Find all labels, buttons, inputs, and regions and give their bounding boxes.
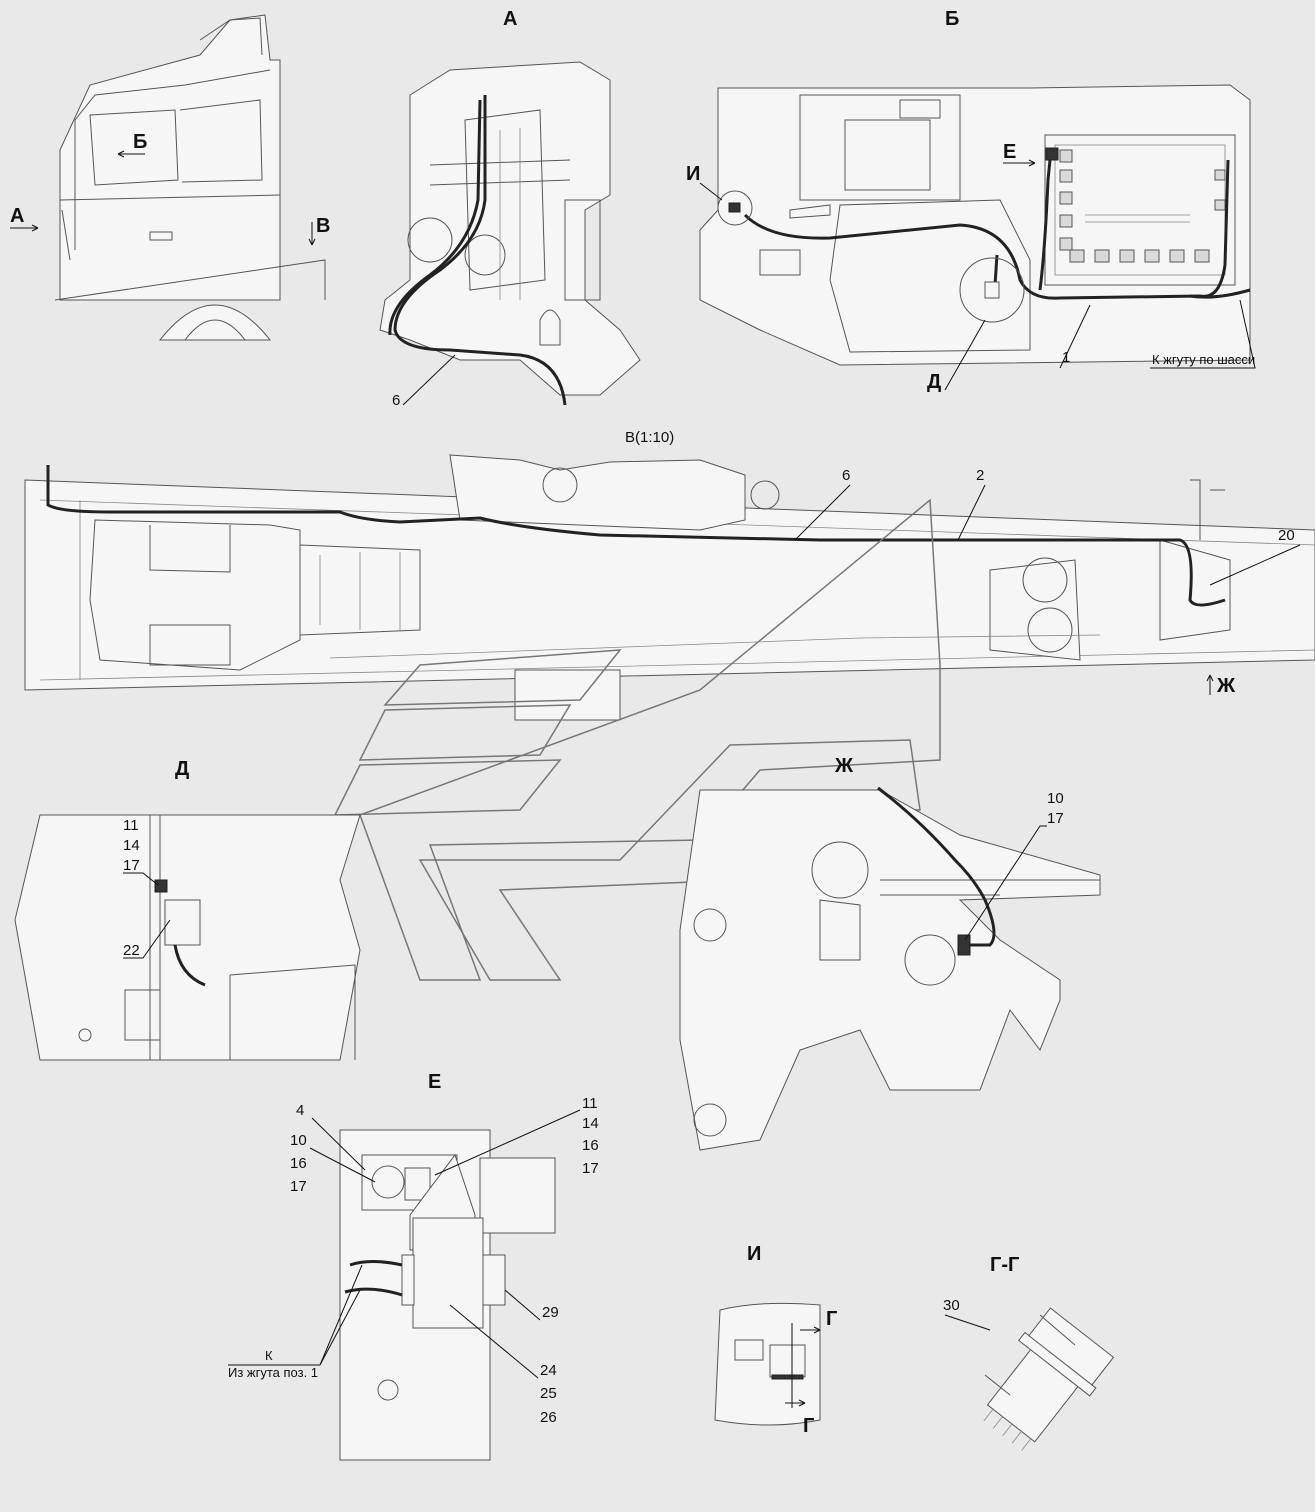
view-a-engine: [379, 61, 641, 396]
view-zh-assembly: [679, 789, 1101, 1151]
cab-arrow-a-label: А: [10, 205, 24, 227]
view-zh-p17: 17: [1047, 810, 1064, 827]
view-e-r11: 11: [582, 1095, 598, 1112]
view-b-pos1: 1: [1062, 349, 1070, 366]
view-b-title: Б: [945, 8, 959, 30]
view-d-p11: 11: [123, 817, 139, 834]
view-gg-title: Г-Г: [990, 1254, 1019, 1276]
view-b-callout-i: И: [686, 163, 700, 185]
view-d-p17: 17: [123, 857, 140, 874]
view-zh-p10: 10: [1047, 790, 1064, 807]
view-d-p22: 22: [123, 942, 140, 959]
view-e-p17: 17: [290, 1178, 307, 1195]
view-e-p24: 24: [540, 1362, 557, 1379]
cab-arrow-v-label: В: [316, 215, 330, 237]
view-b-callout-d: Д: [927, 371, 941, 393]
fuse-relay-box: [1044, 134, 1236, 286]
view-b-callout-e: Е: [1003, 141, 1016, 163]
view-e-r16: 16: [582, 1137, 599, 1154]
view-i-g-top: Г: [826, 1308, 837, 1330]
view-d-panel: [14, 814, 361, 1061]
view-i-panel: [714, 1302, 821, 1426]
view-e-title: Е: [428, 1071, 441, 1093]
view-e-r17: 17: [582, 1160, 599, 1177]
view-e-p4: 4: [296, 1102, 304, 1119]
chassis-pos6: 6: [842, 467, 850, 484]
view-d-p14: 14: [123, 837, 140, 854]
view-e-p29: 29: [542, 1304, 559, 1321]
view-e-r14: 14: [582, 1115, 599, 1132]
view-i-title: И: [747, 1243, 761, 1265]
view-zh-title: Ж: [834, 755, 854, 777]
view-e-p10: 10: [290, 1132, 307, 1149]
view-a-pos6: 6: [392, 392, 400, 409]
view-e-k: К: [265, 1348, 273, 1363]
cab-arrow-b-label: Б: [133, 131, 147, 153]
chassis-callout-zh: Ж: [1216, 675, 1236, 697]
view-a-title: А: [503, 8, 517, 30]
chassis-pos20: 20: [1278, 527, 1295, 544]
cab-side-view: [54, 14, 326, 341]
view-e-p25: 25: [540, 1385, 557, 1402]
view-d-title: Д: [175, 758, 189, 780]
view-gg-p30: 30: [943, 1297, 960, 1314]
view-e-assembly: [339, 1129, 556, 1461]
view-gg-switch: [983, 1307, 1115, 1451]
chassis-frame: [24, 454, 1315, 721]
view-b-chassis-note: К жгуту по шасси: [1152, 352, 1255, 367]
view-i-g-bottom: Г: [803, 1415, 814, 1437]
view-e-p26: 26: [540, 1409, 557, 1426]
view-e-p16: 16: [290, 1155, 307, 1172]
view-e-from-harness: Из жгута поз. 1: [228, 1365, 318, 1380]
chassis-view-title: В(1:10): [625, 429, 674, 446]
chassis-pos2: 2: [976, 467, 984, 484]
